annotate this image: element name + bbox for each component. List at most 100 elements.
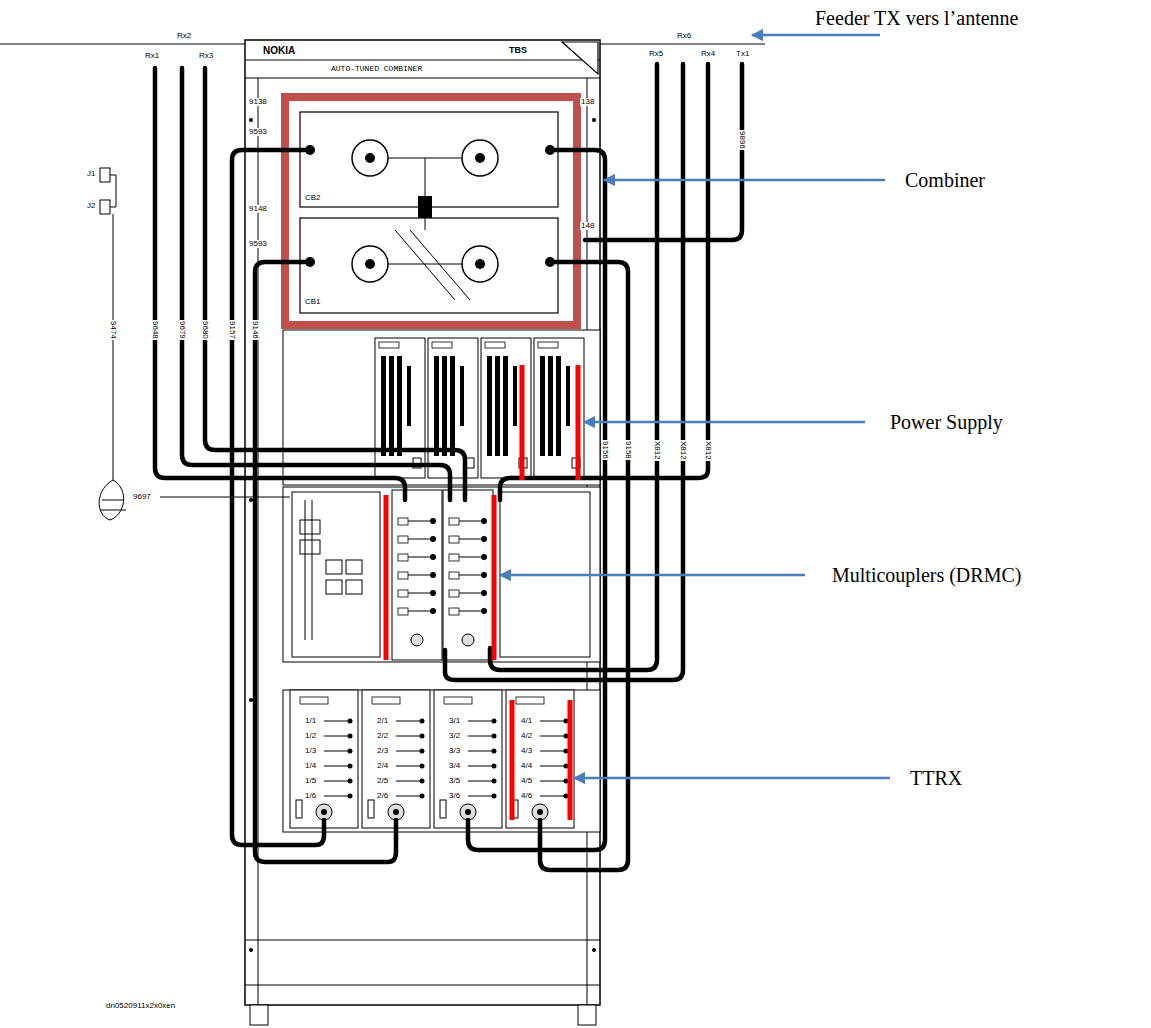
drawing-path	[245, 60, 600, 78]
drawing-rect	[326, 580, 342, 594]
drawing-rect	[100, 168, 110, 182]
port-label: 1/3	[304, 747, 317, 755]
port-label: Rx6	[676, 32, 692, 40]
drawing-path	[512, 700, 570, 820]
brand-mark: NOKIA	[262, 46, 296, 56]
drawing-use	[392, 490, 442, 660]
drawing-path	[468, 150, 605, 850]
cable-number: 138	[580, 98, 595, 106]
drawing-path	[490, 64, 657, 670]
drawing-path	[245, 940, 600, 985]
cable-number: 9474	[109, 320, 117, 340]
drawing-rect	[100, 200, 110, 214]
drawing-rect	[300, 218, 558, 313]
drawing-path	[500, 64, 708, 500]
cable-number: X812	[653, 440, 661, 461]
drawing-path	[522, 365, 578, 480]
drawing-rect	[300, 520, 320, 534]
drawing-path	[562, 42, 598, 74]
port-label: 2/1	[376, 717, 389, 725]
callout-label: Power Supply	[890, 412, 1003, 432]
cable-number: 9680	[201, 320, 209, 340]
port-label: 2/5	[376, 777, 389, 785]
drawing-path	[255, 262, 396, 862]
port-label: Rx5	[648, 50, 664, 58]
cable-number: 9157	[228, 320, 236, 340]
port-label: 2/6	[376, 792, 389, 800]
drawing-rect	[300, 112, 558, 207]
cable-number: 148	[580, 222, 595, 230]
connector-label: J2	[86, 202, 96, 210]
cable-number: 9158	[624, 440, 632, 460]
drawing-path	[584, 421, 865, 424]
callout-label: Multicouplers (DRMC)	[832, 565, 1021, 585]
cable-number: X812	[679, 440, 687, 461]
drawing-path	[155, 68, 405, 500]
drawing-path	[500, 574, 805, 577]
drawing-use	[443, 490, 493, 660]
drawing-path	[574, 777, 890, 780]
drawing-circle	[352, 246, 388, 282]
drawing-use	[434, 690, 502, 828]
callout-label: Feeder TX vers l’antenne	[815, 8, 1018, 28]
drawing-rect	[245, 40, 600, 1005]
cable-number: 9679	[178, 320, 186, 340]
port-label: Rx4	[700, 50, 716, 58]
port-label: 1/2	[304, 732, 317, 740]
port-label: Rx2	[176, 32, 192, 40]
drawing-use	[428, 338, 478, 478]
drawing-g	[386, 365, 578, 820]
drawing-rect	[326, 560, 342, 574]
drawing-rect	[346, 560, 362, 574]
drawing-path	[752, 34, 880, 37]
port-label: 3/4	[448, 762, 461, 770]
drawing-circle	[462, 140, 498, 176]
cable-number: 9593	[248, 128, 268, 136]
cable-number: 9146	[251, 320, 259, 340]
drawing-circle	[249, 118, 253, 122]
drawing-circle	[475, 259, 485, 269]
drawing-circle	[462, 246, 498, 282]
port-label: 3/5	[448, 777, 461, 785]
cabinet-marking: AUTO-TUNED COMBINER	[330, 65, 423, 73]
drawing-circle	[365, 153, 375, 163]
port-label: 3/6	[448, 792, 461, 800]
cable-number: 9648	[151, 320, 159, 340]
drawing-rect	[285, 97, 577, 325]
unit-label: CB2	[304, 194, 322, 202]
drawing-rect	[292, 492, 380, 657]
cable-number: 9593	[248, 240, 268, 248]
cable-number: 9148	[248, 205, 268, 213]
drawing-use	[375, 338, 425, 478]
drawing-rect	[346, 580, 362, 594]
drawing-path	[305, 500, 312, 640]
drawing-rect	[578, 1005, 596, 1025]
drawing-circle	[592, 948, 596, 952]
port-label: 4/2	[520, 732, 533, 740]
drawing-circle	[365, 259, 375, 269]
drawing-circle	[475, 153, 485, 163]
drawing-path	[604, 179, 885, 182]
port-label: 1/5	[304, 777, 317, 785]
drawing-circle	[592, 118, 596, 122]
port-label: 3/2	[448, 732, 461, 740]
port-label: 3/3	[448, 747, 461, 755]
drawing-circle	[249, 498, 253, 502]
drawing-rect	[418, 196, 432, 218]
port-label: 4/1	[520, 717, 533, 725]
cable-number: 9138	[248, 98, 268, 106]
drawing-path	[445, 64, 683, 680]
connector-label: J1	[86, 170, 96, 178]
drawing-path	[160, 497, 290, 498]
cable-number: 9896	[738, 130, 746, 150]
drawing-path	[110, 175, 116, 480]
drawing-circle	[249, 698, 253, 702]
drawing-rect	[283, 330, 600, 485]
drawing-path	[182, 68, 450, 500]
drawing-path	[585, 64, 742, 240]
port-label: 1/1	[304, 717, 317, 725]
drawing-use	[362, 690, 430, 828]
drawing-g	[500, 35, 890, 778]
port-label: 1/6	[304, 792, 317, 800]
